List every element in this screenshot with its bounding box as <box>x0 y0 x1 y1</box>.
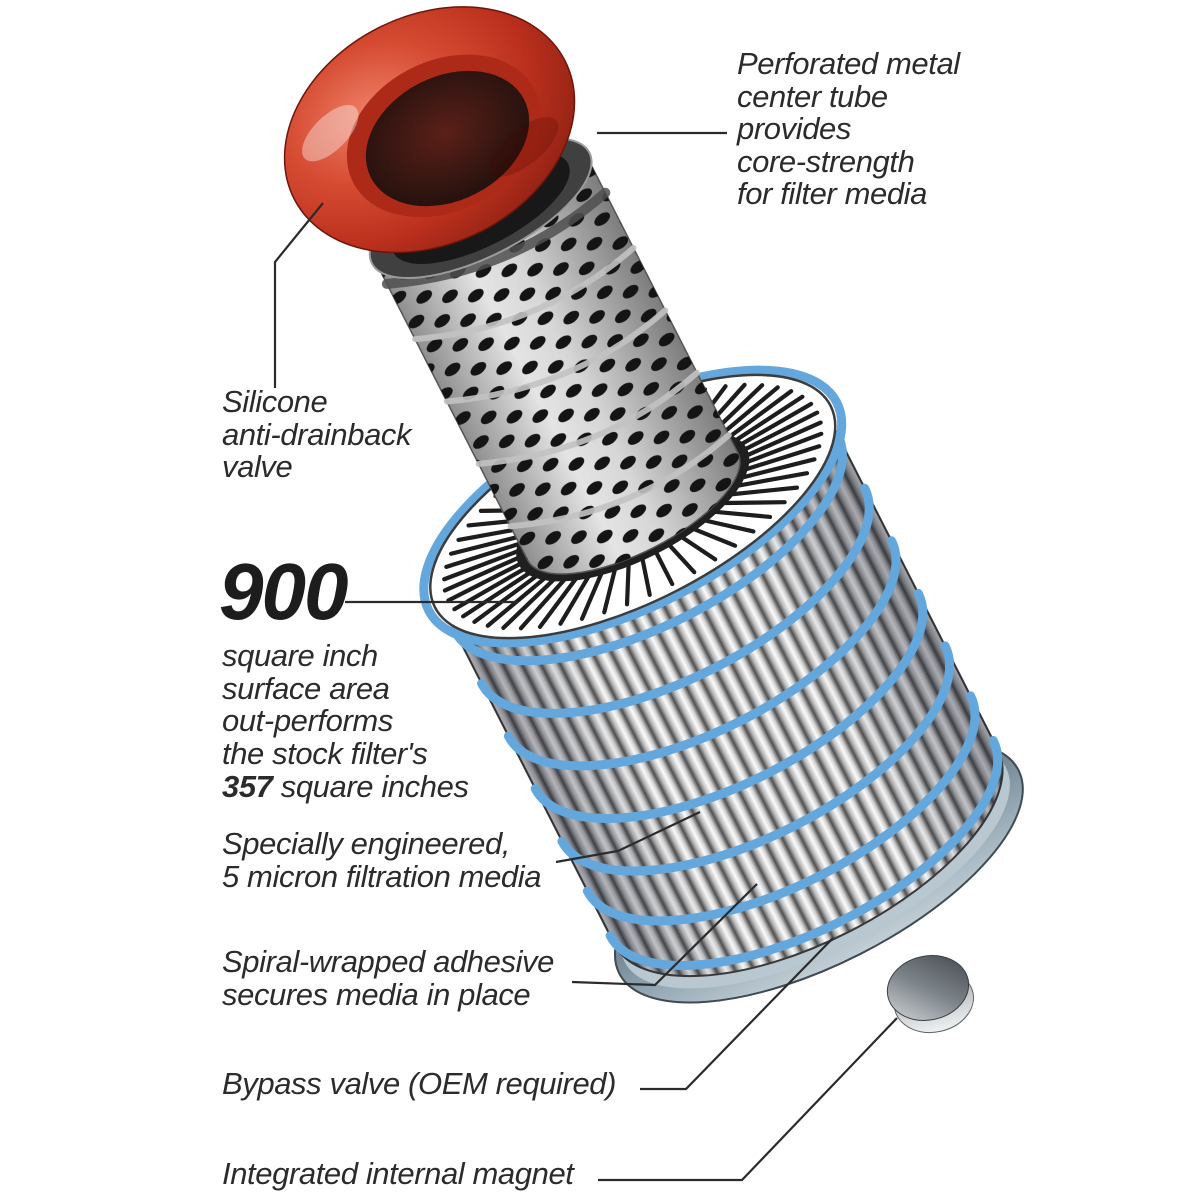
leader-lines <box>273 131 898 1182</box>
pleat-line <box>537 577 578 629</box>
pleat-line <box>624 563 631 607</box>
spiral-wrap-band <box>477 483 874 718</box>
label-bypass-valve: Bypass valve (OEM required) <box>222 1066 617 1101</box>
pleat-line <box>518 578 566 631</box>
spiral-wrap-band <box>605 735 1003 970</box>
pleat-line <box>743 410 820 451</box>
pleat-line <box>579 572 604 621</box>
pleat-line <box>558 575 591 626</box>
stock-area-value: 357 <box>222 769 273 804</box>
label-center-tube: Perforated metal center tube provides co… <box>737 46 960 212</box>
pleat-line <box>501 578 556 631</box>
pleat-line <box>744 444 822 472</box>
pleat-line <box>680 535 718 562</box>
magnet-top <box>886 955 970 1021</box>
pleat-line <box>602 568 617 615</box>
pleat-line <box>667 543 697 575</box>
pleat-line <box>448 533 524 556</box>
pleat-line <box>714 509 773 520</box>
pleat-line <box>719 385 780 437</box>
pleat-line <box>654 550 675 587</box>
pleat-line <box>640 557 652 597</box>
leader-silicone-valve <box>273 202 324 388</box>
pleat-line <box>442 549 520 582</box>
pleat-line <box>723 500 787 506</box>
pleat-line <box>692 527 738 548</box>
pleat-line <box>745 420 823 458</box>
label-magnet: Integrated internal magnet <box>222 1156 574 1191</box>
pleat-line <box>444 541 521 569</box>
pleat-line <box>734 394 805 442</box>
pleat-line <box>741 457 817 480</box>
center-tube-ribs <box>381 187 732 530</box>
pleat-line <box>737 471 810 488</box>
pleat-line <box>461 571 531 619</box>
label-surface-area-description: square inch surface area out-performs th… <box>222 638 428 771</box>
spiral-wrap-band <box>530 588 928 823</box>
pleat-line <box>704 518 756 534</box>
leader-bypass-valve <box>640 937 834 1091</box>
filter-assembly <box>283 6 1024 1004</box>
label-surface-area-value: 900 <box>219 547 348 636</box>
label-adhesive: Spiral-wrapped adhesive secures media in… <box>222 944 554 1012</box>
leader-magnet <box>598 1017 898 1182</box>
magnet <box>886 955 974 1034</box>
pleat-line <box>731 485 800 497</box>
pleat-line <box>472 574 538 625</box>
label-stock-surface-area: 357 square inches <box>222 769 469 804</box>
stock-area-unit: square inches <box>272 769 469 804</box>
spiral-wrap-band <box>557 641 955 876</box>
valve-hole <box>365 70 530 207</box>
valve-highlight <box>302 105 359 162</box>
valve-shadow <box>489 116 559 177</box>
spiral-wrap-bands <box>450 431 1003 970</box>
pleat-line <box>446 562 522 603</box>
pleat-line <box>746 431 824 464</box>
pleat-line <box>728 389 794 439</box>
spiral-wrap-band <box>503 536 901 771</box>
pleat-line <box>740 401 814 446</box>
leader-filtration-media <box>555 811 701 864</box>
spiral-wrap-band <box>582 691 980 926</box>
spiral-wrap-band <box>450 431 847 666</box>
label-silicone-valve: Silicone anti-drainback valve <box>222 384 412 485</box>
leader-adhesive <box>571 883 758 987</box>
label-filtration-media: Specially engineered, 5 micron filtratio… <box>222 826 542 894</box>
anti-drainback-valve <box>283 6 576 254</box>
pleat-line <box>442 556 520 593</box>
